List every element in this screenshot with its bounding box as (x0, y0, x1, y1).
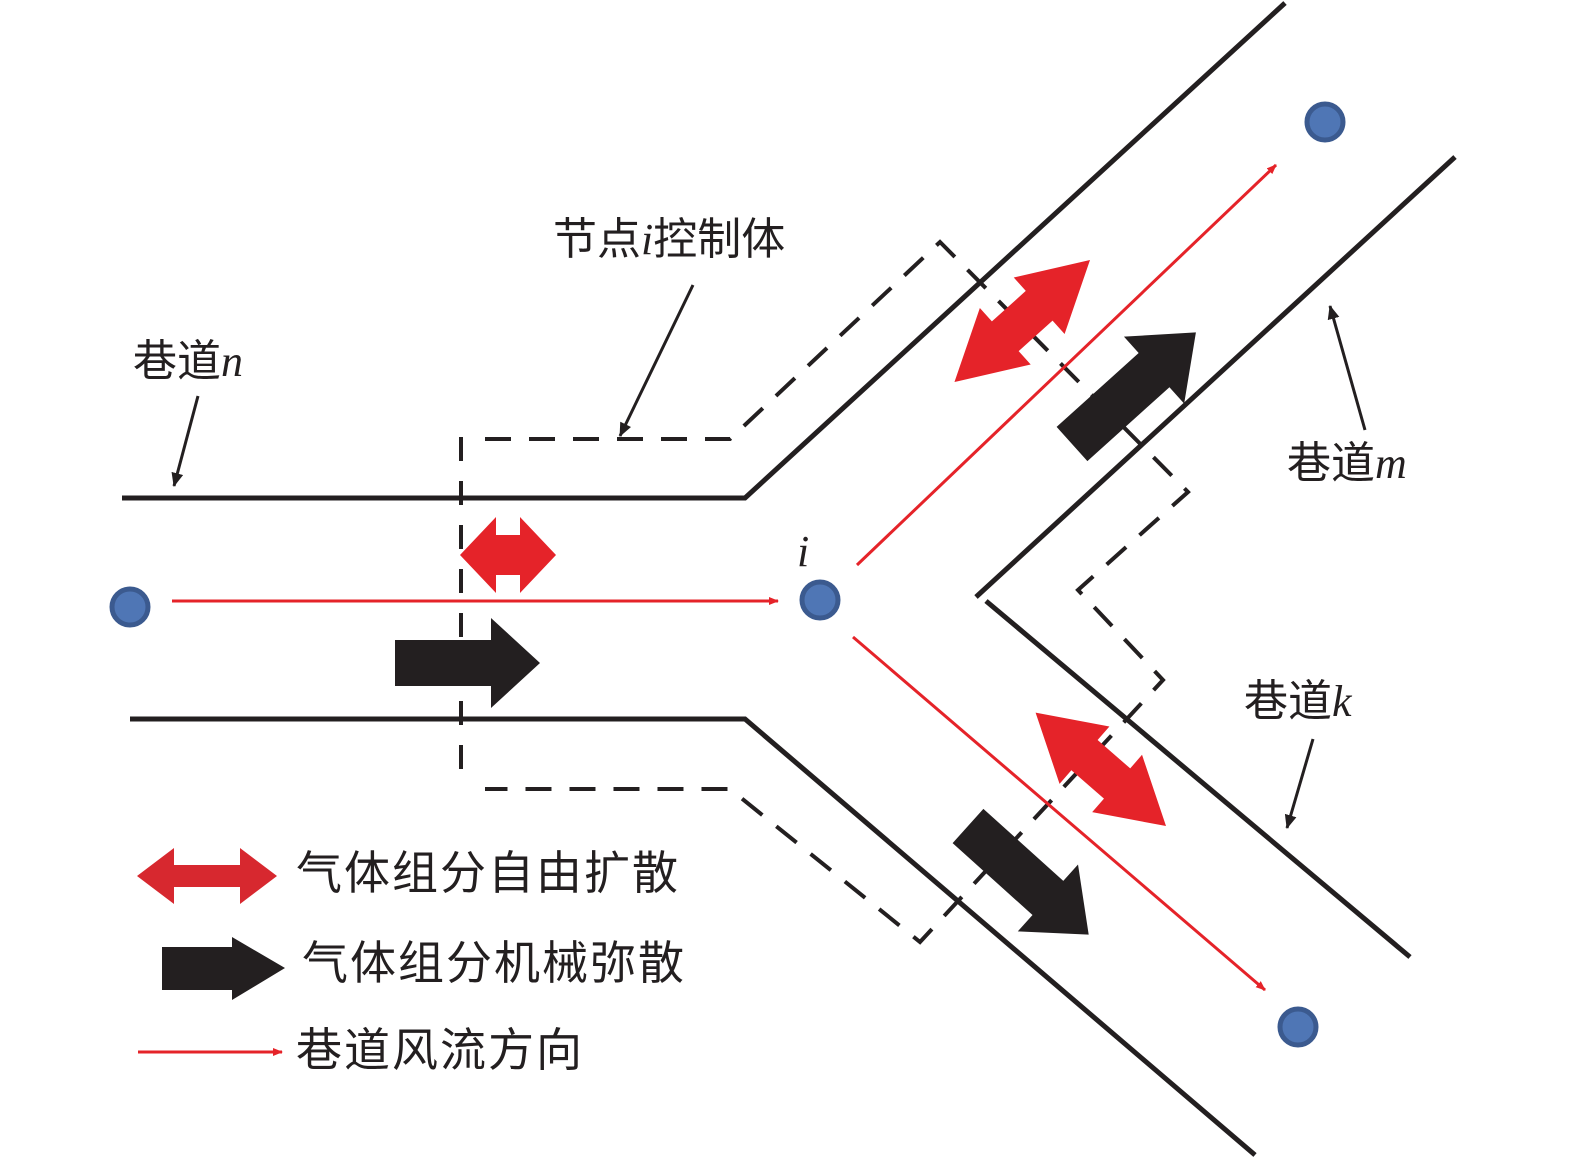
double-headed-red-arrow-icon (137, 848, 277, 904)
free-diffusion-arrows (460, 260, 1166, 826)
airflow-lines (172, 163, 1278, 992)
node-i-label-var: i (797, 527, 810, 576)
black-block-arrow-icon (162, 937, 285, 1000)
tunnel-k-inner-wall (984, 599, 1412, 959)
tunnel-n-label-prefix: 巷道 (133, 336, 221, 387)
control-volume-label-var: i (641, 215, 654, 264)
tunnel-m-label: 巷道m (1287, 442, 1407, 486)
mechanical-dispersion-arrow-m (1056, 332, 1196, 462)
leader-control-volume (618, 284, 695, 437)
node-i (799, 579, 841, 621)
tunnel-k-label: 巷道k (1244, 680, 1352, 724)
control-volume-upper-edge (485, 239, 1191, 945)
tunnel-n-lower-wall (130, 716, 1257, 1157)
leader-tunnel-m (1327, 305, 1367, 431)
tunnel-n-label: 巷道n (133, 340, 243, 384)
legend-text-mechanical-dispersion: 气体组分机械弥散 (302, 936, 686, 990)
leader-tunnel-k (1284, 738, 1315, 829)
legend-icons (137, 848, 285, 1056)
control-volume-label-suffix: 控制体 (653, 214, 786, 265)
tunnel-k-label-prefix: 巷道 (1244, 676, 1332, 727)
leader-tunnel-n (171, 395, 200, 487)
tunnel-n-label-var: n (221, 337, 243, 386)
free-diffusion-arrow-m (954, 260, 1090, 383)
legend-text-free-diffusion: 气体组分自由扩散 (296, 846, 680, 900)
mechanical-dispersion-arrows (395, 332, 1196, 935)
leader-arrows (171, 284, 1367, 829)
nodes (109, 101, 1346, 1048)
legend-text-airflow-direction: 巷道风流方向 (296, 1023, 584, 1077)
legend-item-mechanical-dispersion: 气体组分机械弥散 (302, 940, 686, 986)
mechanical-dispersion-arrow-n (395, 618, 540, 708)
node-upper-right (1304, 101, 1346, 143)
node-lower-right (1277, 1006, 1319, 1048)
control-volume-label: 节点i控制体 (553, 218, 785, 262)
tunnel-k-label-var: k (1332, 677, 1352, 726)
control-volume-label-prefix: 节点 (553, 214, 641, 265)
free-diffusion-arrow-n (460, 517, 556, 593)
tunnel-m-label-prefix: 巷道 (1287, 438, 1375, 489)
free-diffusion-arrow-k (1035, 712, 1166, 826)
tunnel-m-inner-wall (974, 155, 1457, 599)
airflow-arrow-tunnel-k (852, 635, 1266, 992)
tunnel-m-label-var: m (1375, 439, 1407, 488)
tunnel-n-upper-wall (122, 1, 1287, 501)
control-volume-boundary (459, 239, 1191, 945)
mechanical-dispersion-arrow-k (952, 808, 1089, 935)
airflow-arrow-tunnel-m (855, 163, 1278, 567)
legend-item-free-diffusion: 气体组分自由扩散 (296, 850, 680, 896)
tunnel-walls (122, 1, 1457, 1157)
legend-item-airflow-direction: 巷道风流方向 (296, 1027, 584, 1073)
node-i-label: i (797, 530, 809, 574)
node-left (109, 586, 151, 628)
